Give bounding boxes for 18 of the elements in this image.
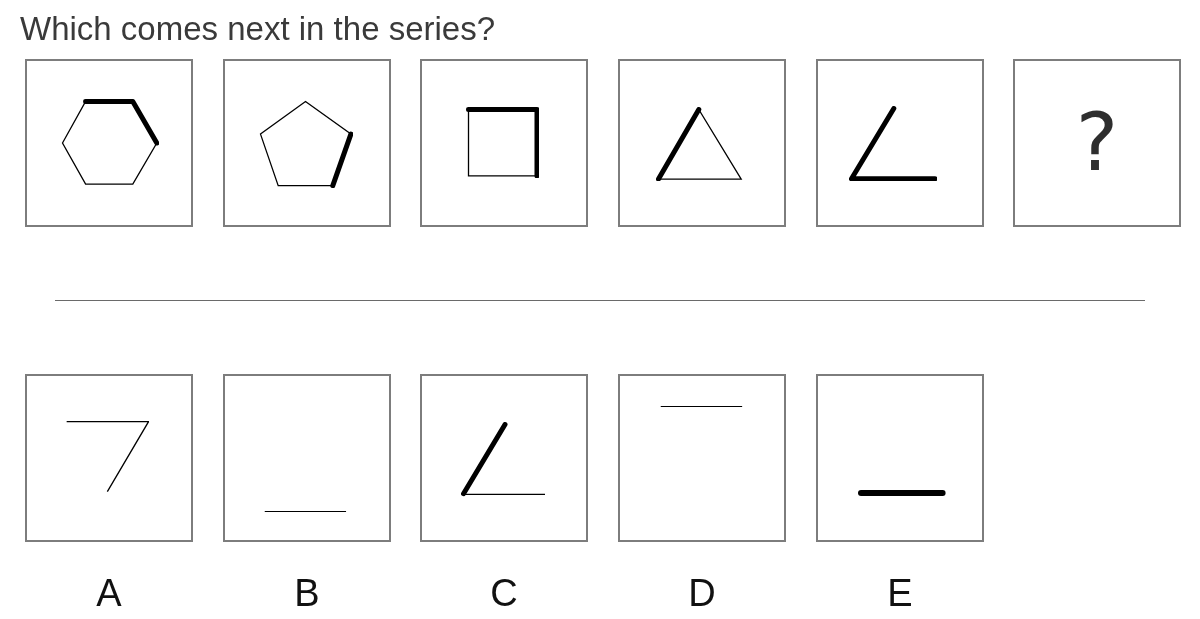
puzzle-tile	[1013, 59, 1181, 227]
option-letter: E	[887, 574, 913, 612]
option-letter: D	[688, 574, 716, 612]
option-letter: A	[96, 574, 122, 612]
option-letter: C	[490, 574, 518, 612]
option-tile	[420, 374, 588, 542]
option-tile	[223, 374, 391, 542]
option-letter: B	[294, 574, 320, 612]
puzzle-tile	[816, 59, 984, 227]
puzzle-tile	[25, 59, 193, 227]
puzzle-tile	[420, 59, 588, 227]
puzzle-tile	[618, 59, 786, 227]
question-title: Which comes next in the series?	[20, 12, 496, 45]
question-mark: ?	[1075, 103, 1119, 183]
option-tile	[816, 374, 984, 542]
puzzle-tile	[223, 59, 391, 227]
option-tile	[618, 374, 786, 542]
option-tile	[25, 374, 193, 542]
